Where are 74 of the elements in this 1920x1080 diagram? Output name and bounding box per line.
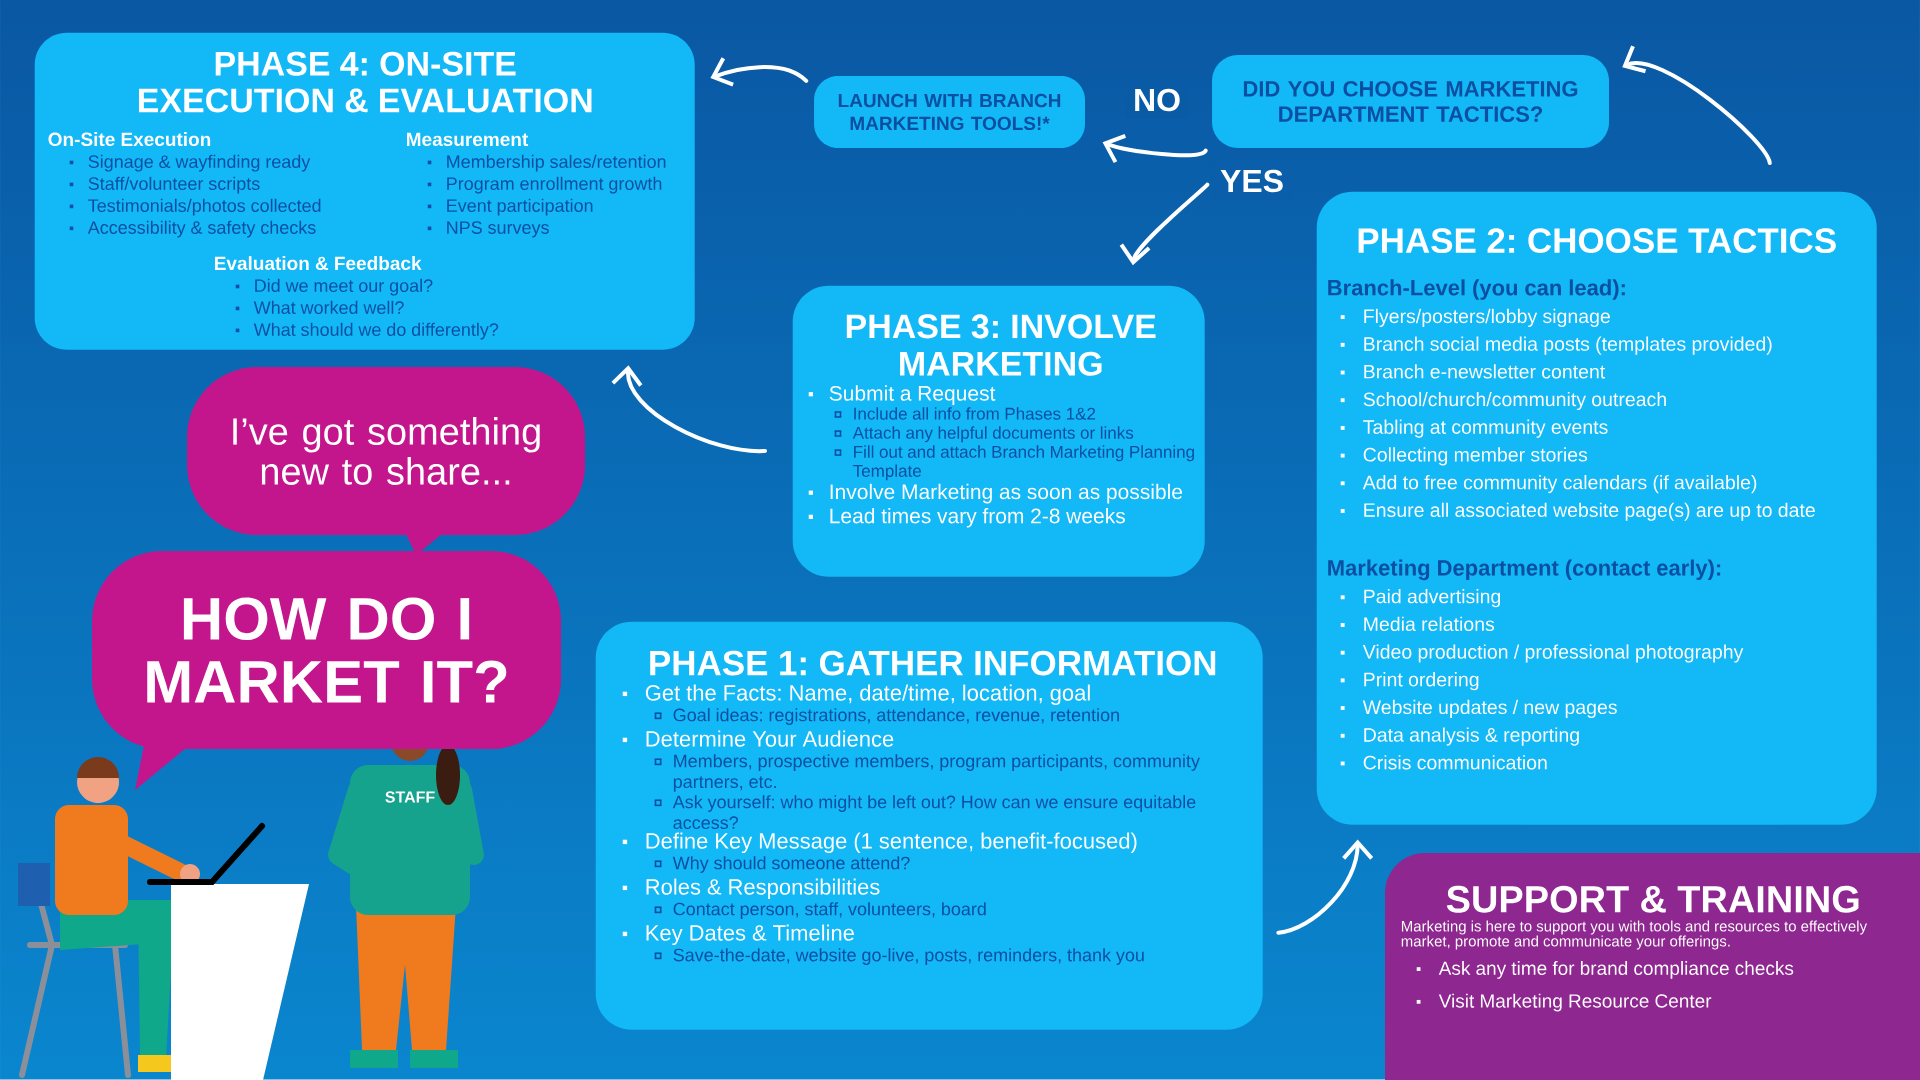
bullet-item: Add to free community calendars (if available) (1340, 475, 1757, 494)
phase-card (1316, 191, 1877, 825)
bullet-item: Data analysis & reporting (1340, 727, 1579, 746)
arrow (1276, 839, 1374, 935)
arrow (611, 365, 768, 453)
bullet-item: Key Dates & Timeline (622, 924, 854, 946)
bullet-item: Roles & Responsibilities (622, 878, 880, 900)
edge-label: NO (1126, 81, 1189, 119)
bullet-item: Media relations (1340, 616, 1495, 631)
bullet-item: Collecting member stories (1340, 447, 1588, 466)
phase-card (34, 32, 695, 350)
arrow (1622, 45, 1772, 166)
section-heading: On-Site Execution (48, 132, 211, 147)
bullet-item: Ask any time for brand compliance checks (1416, 961, 1794, 979)
bullet-item: Testimonials/photos collected (69, 198, 321, 216)
sub-bullet-item: Why should someone attend? (653, 856, 910, 873)
bullet-item: Signage & wayfinding ready (69, 154, 311, 172)
bullet-item: Visit Marketing Resource Center (1416, 993, 1712, 1012)
bullet-item: Program enrollment growth (427, 176, 662, 194)
section-heading: Marketing Department (contact early): (1328, 559, 1721, 581)
section-heading: Evaluation & Feedback (215, 256, 422, 271)
bullet-item: Website updates / new pages (1340, 699, 1617, 718)
bullet-item: Submit a Request (808, 385, 996, 405)
bullet-item: Staff/volunteer scripts (69, 176, 260, 194)
bullet-item: Did we meet our goal? (235, 278, 433, 296)
shirt-label: STAFF (385, 791, 435, 803)
sub-bullet-item: Save-the-date, website go-live, posts, reminders, thank you (653, 948, 1144, 965)
speech-bubble: HOW DO I MARKET IT? (92, 551, 561, 790)
section-heading: Measurement (407, 132, 529, 147)
bullet-item: Print ordering (1340, 672, 1479, 691)
bullet-item: Involve Marketing as soon as possible (808, 483, 1183, 504)
edge-label: YES (1213, 162, 1292, 200)
bullet-item: Crisis communication (1340, 755, 1547, 770)
phase-heading: SUPPORT & TRAINING (1446, 885, 1859, 913)
section-heading: Branch-Level (you can lead): (1328, 279, 1625, 300)
bullet-item: Accessibility & safety checks (69, 220, 316, 238)
arrow (710, 57, 809, 87)
bullet-item: Determine Your Audience (622, 730, 894, 747)
bullet-item: Video production / professional photography (1340, 644, 1744, 663)
sub-bullet-item: Goal ideas: registrations, attendance, revenue, retention (653, 708, 1119, 725)
phase-heading: PHASE 1: GATHER INFORMATION (650, 650, 1216, 676)
bullet-item: School/church/community outreach (1340, 391, 1666, 411)
bullet-item: Lead times vary from 2-8 weeks (808, 507, 1125, 528)
sub-bullet-item: Ask yourself: who might be left out? How can we ensure equitable access? (653, 795, 1196, 830)
bullet-item: Get the Facts: Name, date/time, location, goal (622, 684, 1090, 706)
bullet-item: Branch e-newsletter content (1340, 364, 1606, 379)
sub-bullet-item: Contact person, staff, volunteers, board (653, 902, 986, 919)
bullet-item: Flyers/posters/lobby signage (1340, 308, 1610, 327)
bullet-item: Define Key Message (1 sentence, benefit-focused) (622, 832, 1137, 854)
bullet-item: Tabling at community events (1340, 419, 1608, 438)
bullet-item: Ensure all associated website page(s) are up to date (1340, 502, 1815, 521)
phase-heading: PHASE 2: CHOOSE TACTICS (1358, 228, 1836, 253)
bullet-item: Membership sales/retention (427, 154, 666, 172)
phase-heading: PHASE 3: INVOLVE MARKETING (846, 314, 1156, 376)
speech-bubble: I’ve got something new to share... (187, 367, 585, 555)
bullet-item: Paid advertising (1340, 589, 1501, 608)
bullet-item: What should we do differently? (235, 322, 499, 340)
launch-box: LAUNCH WITH BRANCH MARKETING TOOLS!* (814, 76, 1085, 148)
support-panel (1385, 853, 1920, 1080)
phase-heading: PHASE 4: ON-SITE EXECUTION & EVALUATION (138, 51, 592, 113)
arrow (1102, 134, 1208, 164)
bullet-item: What worked well? (235, 300, 404, 314)
bullet-item: Event participation (427, 198, 593, 216)
bullet-item: NPS surveys (427, 221, 549, 238)
sub-bullet-item: Fill out and attach Branch Marketing Planning Template (833, 445, 1194, 481)
sub-bullet-item: Members, prospective members, program participants, community partners, etc. (653, 754, 1200, 792)
sub-bullet-item: Attach any helpful documents or links (833, 426, 1134, 443)
phase-card (595, 621, 1263, 1030)
bullet-item: Branch social media posts (templates provided) (1340, 336, 1772, 355)
question-box: DID YOU CHOOSE MARKETING DEPARTMENT TACTICS? (1212, 55, 1609, 148)
sub-bullet-item: Include all info from Phases 1&2 (833, 407, 1096, 420)
phase-card (792, 285, 1205, 577)
description-text: Marketing is here to support you with tools and resources to effectively market, promote and communicate your offerings. (1401, 920, 1867, 950)
arrow (1119, 182, 1210, 266)
